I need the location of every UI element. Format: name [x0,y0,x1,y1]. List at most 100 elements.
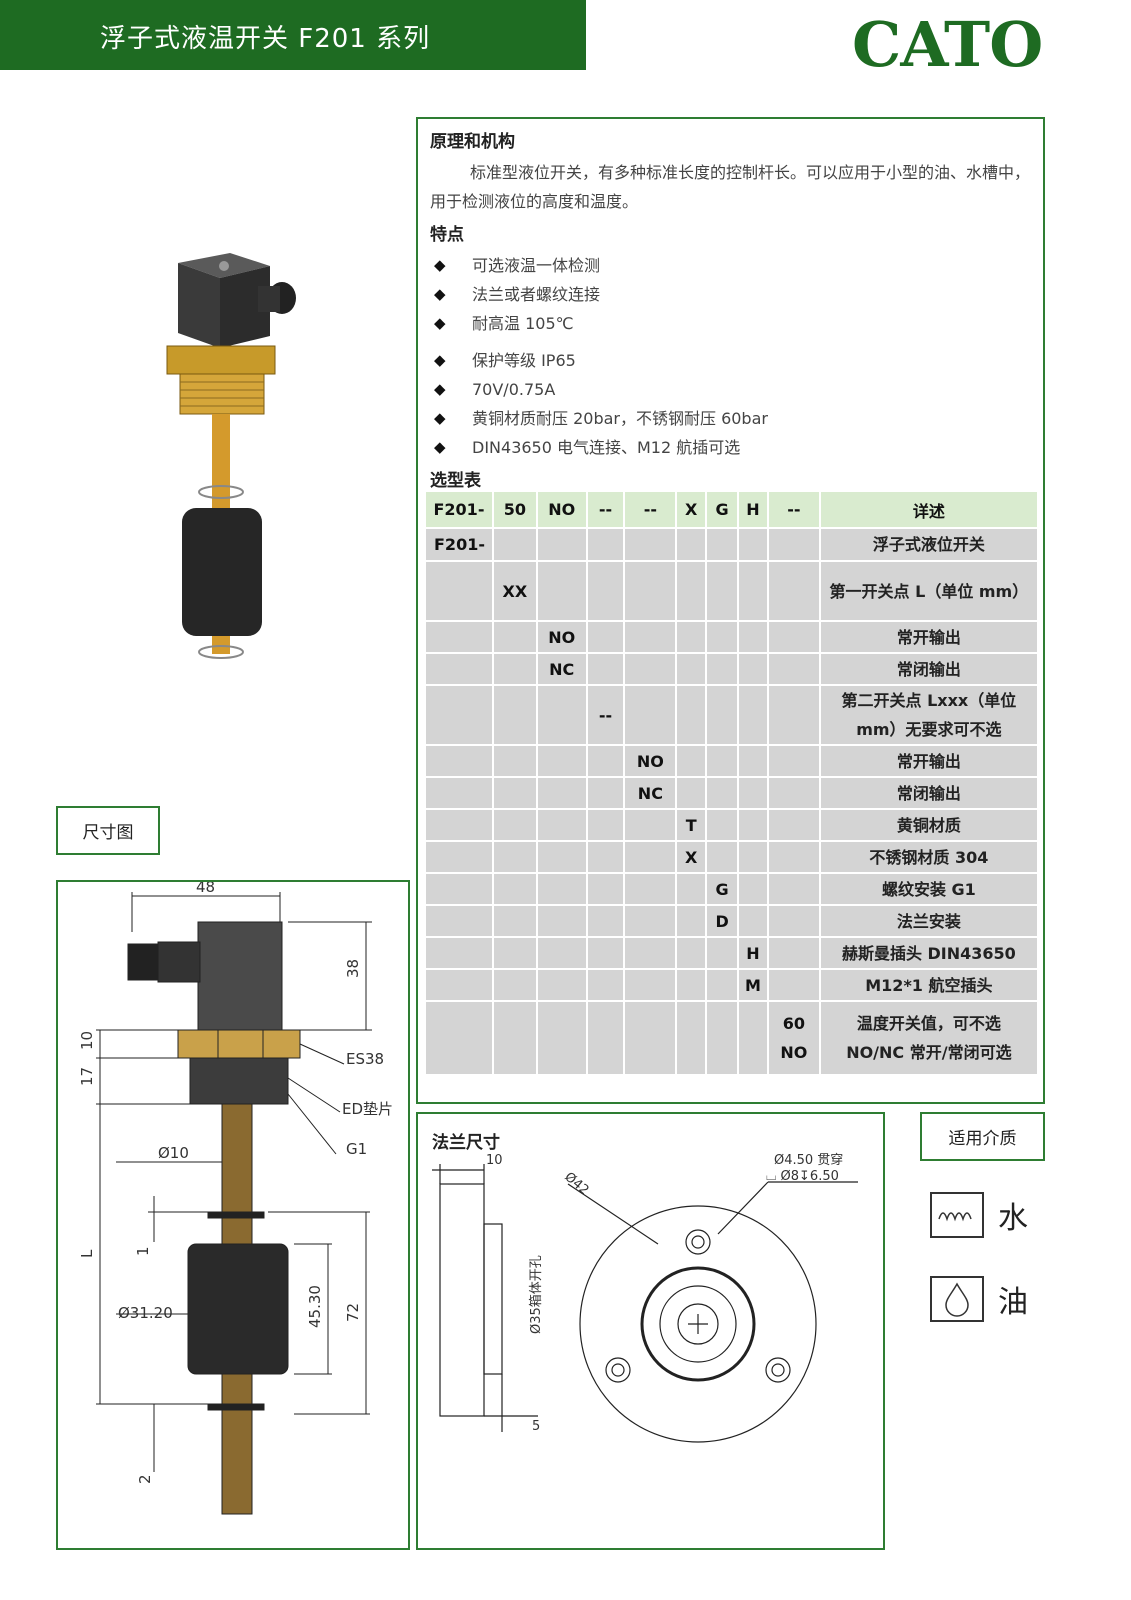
table-desc-cell: 常闭输出 [818,776,1040,810]
selection-title: 选型表 [430,471,481,491]
flange-dim-d42: Ø42 [561,1170,591,1199]
table-row: T 黄铜材质 [424,808,1040,842]
media-oil: 油 [930,1274,1070,1324]
dim-es38: ES38 [346,1050,384,1068]
oil-drop-icon [930,1276,984,1322]
table-desc-cell: 第一开关点 L（单位 mm） [818,560,1040,622]
dim-10: 10 [78,1031,96,1050]
table-desc-cell: 赫斯曼插头 DIN43650 [818,936,1040,970]
table-row: H 赫斯曼插头 DIN43650 [424,936,1040,970]
table-desc-cell: 常开输出 [818,620,1040,654]
flange-drawing: 10 Ø42 Ø4.50 贯穿 ⌴ Ø8↧6.50 Ø35箱体开孔 5 [432,1152,858,1443]
header-band [0,0,586,70]
info-box [416,117,1045,1104]
table-code-cell: XX [491,560,538,622]
table-code-cell: F201- [424,527,494,562]
dimension-title: 尺寸图 [56,806,160,855]
brand-logo: CATO [852,8,1043,81]
flange-dim-5: 5 [532,1419,540,1434]
diamond-icon: ◆ [434,438,446,456]
diamond-icon: ◆ [434,380,446,398]
media-title: 适用介质 [920,1112,1045,1161]
dimension-drawing: 48 38 10 17 ES38 ED垫片 G1 Ø10 L 1 Ø31.20 … [78,878,393,1515]
flange-title: 法兰尺寸 [432,1133,500,1153]
dim-45: 45.30 [306,1285,324,1328]
table-row: -- 第二开关点 Lxxx（单位 mm）无要求可不选 [424,684,1040,746]
desc-line: NO/NC 常开/常闭可选 [846,1043,1012,1062]
table-row: XX 第一开关点 L（单位 mm） [424,560,1040,622]
table-desc-cell: 浮子式液位开关 [818,527,1040,562]
dim-d10: Ø10 [158,1144,189,1162]
info-content: 原理和机构 标准型液位开关，有多种标准长度的控制杆长。可以应用于小型的油、水槽中… [430,127,1030,497]
feature-item: ◆DIN43650 电气连接、M12 航插可选 [430,433,1030,462]
clip-ring-bottom [198,645,244,659]
feature-item: ◆耐高温 105℃ [430,309,1030,338]
table-code-cell: G [705,872,740,906]
dim-ed: ED垫片 [342,1100,393,1118]
dim-48: 48 [196,882,215,896]
code-line: 60 [782,1014,805,1033]
principle-text: 标准型液位开关，有多种标准长度的控制杆长。可以应用于小型的油、水槽中，用于检测液… [430,163,1031,211]
media-water: 水 [930,1190,1070,1240]
diamond-icon: ◆ [434,285,446,303]
flange-dim-d35: Ø35箱体开孔 [528,1255,544,1334]
table-code-cell: NC [535,652,588,686]
flange-box: 法兰尺寸 10 Ø42 Ø4.50 贯穿 ⌴ Ø8 [416,1112,885,1550]
dim-L: L [78,1249,96,1258]
table-desc-cell: 温度开关值，可不选 NO/NC 常开/常闭可选 [818,1000,1040,1076]
dim-2: 2 [136,1474,154,1484]
table-row: NC 常闭输出 [424,776,1040,810]
feature-item: ◆可选液温一体检测 [430,251,1030,280]
table-row: F201- 浮子式液位开关 [424,527,1040,562]
table-row: NO 常开输出 [424,620,1040,654]
desc-line: 温度开关值，可不选 [856,1014,1001,1033]
table-row: NC 常闭输出 [424,652,1040,686]
flange-dim-cbore: ⌴ Ø8↧6.50 [766,1169,839,1184]
feature-item: ◆70V/0.75A [430,375,1030,404]
cable-gland-body [258,286,280,312]
dim-1: 1 [134,1246,152,1256]
table-desc-cell: 黄铜材质 [818,808,1040,842]
dim-38: 38 [344,959,362,978]
screw-icon [219,261,229,271]
dim-g1: G1 [346,1140,367,1158]
table-code-cell: T [675,808,708,842]
flange-dim-10: 10 [486,1153,503,1168]
table-desc-cell: 螺纹安装 G1 [818,872,1040,906]
table-code-cell: -- [585,684,626,746]
table-desc-cell: M12*1 航空插头 [818,968,1040,1002]
dim-d31: Ø31.20 [118,1304,173,1322]
table-desc-cell: 常闭输出 [818,652,1040,686]
product-photo [166,253,296,659]
table-code-cell: NO [535,620,588,654]
dim-72: 72 [344,1303,362,1322]
connector-right [220,266,270,348]
feature-item: ◆法兰或者螺纹连接 [430,280,1030,309]
diamond-icon: ◆ [434,314,446,332]
clip-ring [198,485,244,499]
water-icon [930,1192,984,1238]
page-title: 浮子式液温开关 F201 系列 [100,24,431,54]
table-code-cell: NC [623,776,678,810]
principle-title: 原理和机构 [430,132,515,152]
table-desc-cell: 法兰安装 [818,904,1040,938]
table-code-cell: X [675,840,708,874]
dimension-box: 48 38 10 17 ES38 ED垫片 G1 Ø10 L 1 Ø31.20 … [56,878,410,1550]
table-row: G 螺纹安装 G1 [424,872,1040,906]
table-code-cell: H [737,936,769,970]
features-list: ◆可选液温一体检测 ◆法兰或者螺纹连接 ◆耐高温 105℃ ◆保护等级 IP65… [430,251,1030,462]
table-desc-cell: 常开输出 [818,744,1040,778]
diamond-icon: ◆ [434,256,446,274]
connector-left [178,263,220,348]
diamond-icon: ◆ [434,409,446,427]
table-desc-cell: 第二开关点 Lxxx（单位 mm）无要求可不选 [818,684,1040,746]
table-code-cell: M [737,968,769,1002]
diamond-icon: ◆ [434,351,446,369]
hex-nut [166,345,276,375]
